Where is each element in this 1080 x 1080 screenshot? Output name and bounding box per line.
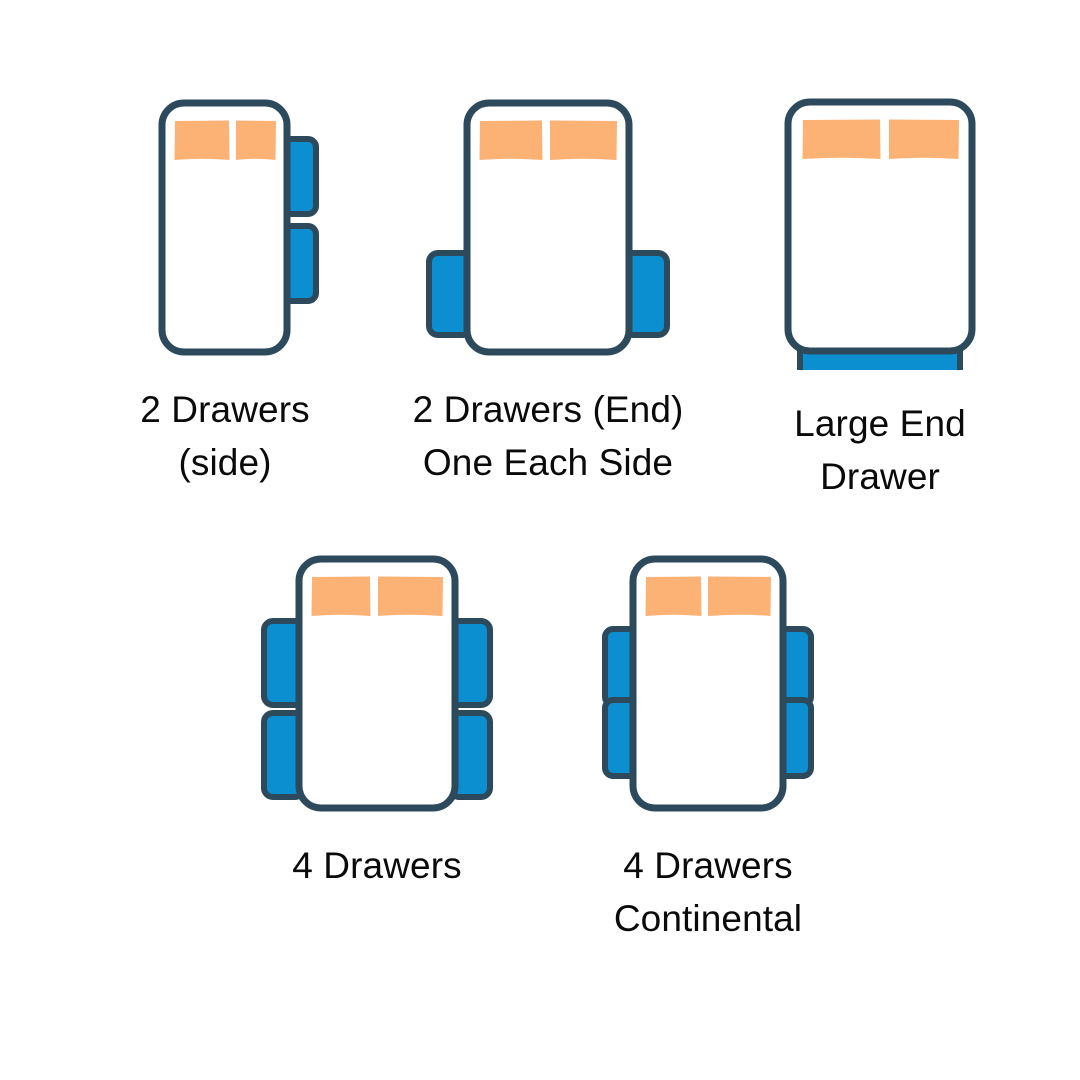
bed-option-2-drawers-side[interactable]: 2 Drawers (side) [60,92,390,489]
bed-option-4-drawers[interactable]: 4 Drawers [212,548,542,893]
option-label-4-drawers: 4 Drawers [292,845,462,886]
bed-diagram-4-drawers [261,555,493,812]
pillow-left-icon [802,119,881,159]
bed-diagram-4-drawers-continental [602,555,814,812]
bed-diagram-2-drawers-end [426,99,670,356]
option-label-4-drawers-continental: 4 Drawers Continental [613,845,803,939]
pillow-left-icon [311,576,371,616]
pillow-left-icon [479,120,543,160]
pillow-right-icon [236,120,276,160]
bed-diagram-large-end-drawer [784,98,976,370]
pillow-right-icon [550,120,617,160]
pillow-right-icon [378,576,443,616]
bed-frame [629,555,787,812]
option-label-2-drawers-side: 2 Drawers (side) [140,389,310,483]
option-label-large-end-drawer: Large End Drawer [794,403,966,497]
bed-frame [295,555,459,812]
bed-frame [158,99,291,356]
pillow-left-icon [645,576,702,616]
bed-frame [463,99,633,356]
pillow-right-icon [889,119,959,159]
bed-diagram-2-drawers-side [158,99,319,356]
option-label-2-drawers-end: 2 Drawers (End) One Each Side [412,389,684,483]
bed-option-2-drawers-end[interactable]: 2 Drawers (End) One Each Side [388,92,708,489]
pillow-right-icon [708,576,771,616]
bed-option-large-end-drawer[interactable]: Large End Drawer [722,70,1038,503]
bed-option-4-drawers-continental[interactable]: 4 Drawers Continental [548,548,868,945]
bed-frame [784,98,976,355]
pillow-left-icon [174,120,230,160]
